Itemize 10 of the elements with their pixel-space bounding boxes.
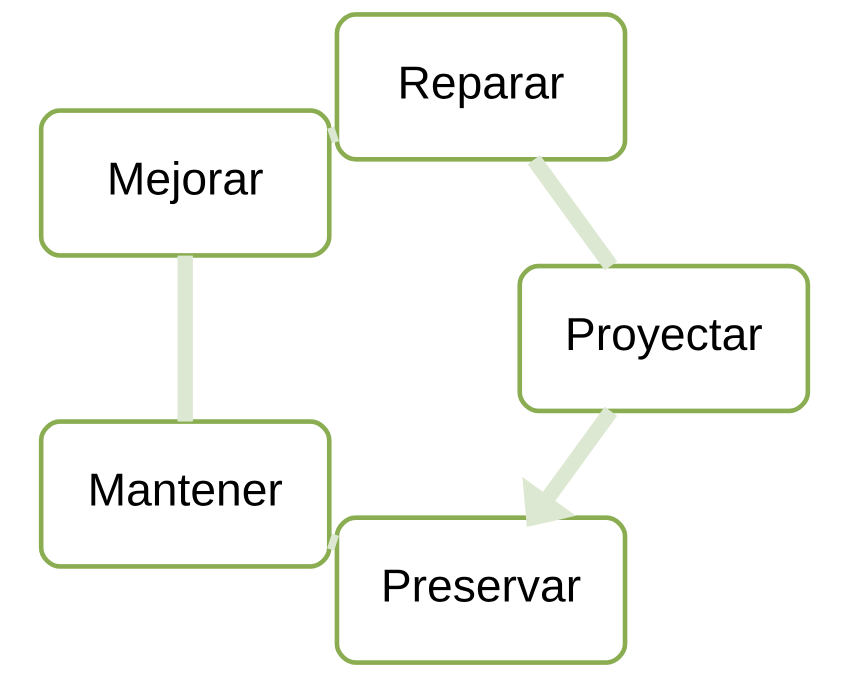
connector bbox=[326, 534, 338, 550]
node-box: Reparar bbox=[334, 12, 627, 162]
node-box: Proyectar bbox=[516, 264, 810, 414]
arrow bbox=[522, 406, 617, 527]
connector bbox=[527, 155, 617, 270]
node-box: Mantener bbox=[38, 419, 332, 569]
connector bbox=[326, 126, 339, 144]
node-box: Preservar bbox=[334, 515, 627, 665]
connector bbox=[177, 256, 192, 422]
node-box: Mejorar bbox=[38, 108, 332, 258]
